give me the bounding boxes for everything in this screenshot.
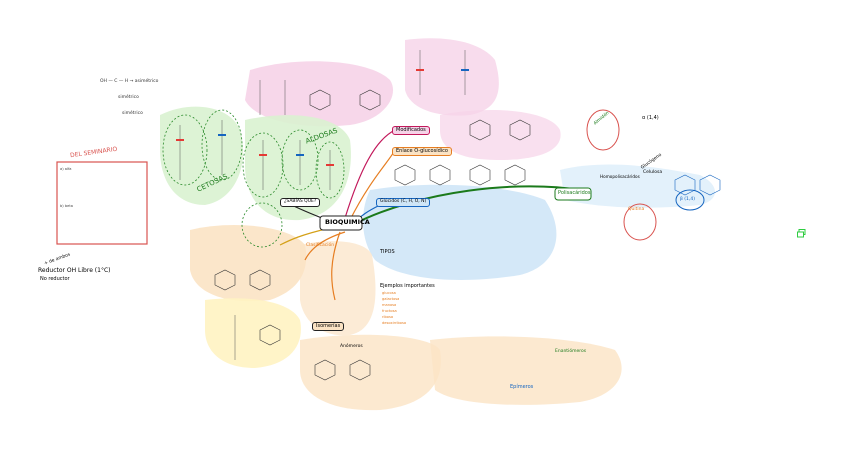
ejemplos-title: Ejemplos importantes — [380, 284, 435, 289]
ejemplo-item: glucosa — [382, 292, 396, 296]
orange-region-bottom — [300, 335, 441, 410]
isomerias-label: Isomerías — [312, 322, 344, 331]
reductor-note: Reductor OH Libre (1°C) — [38, 268, 110, 274]
pink-region-modificados — [405, 38, 499, 115]
enlace-label: Enlace O-glucosídico — [392, 147, 452, 156]
celulosa-label: Celulosa — [643, 171, 662, 176]
ejemplo-item: ribosa — [382, 316, 393, 320]
quitina-label: Quitina — [628, 208, 644, 213]
seminario-frame — [57, 162, 147, 244]
alpha-bond-label: α (1,4) — [642, 116, 659, 121]
pink-region-enlace — [440, 110, 561, 160]
sabias-label: ¿SABÍAS QUE? — [280, 198, 320, 207]
clasificacion-label: Clasificación — [306, 244, 334, 249]
seminario-note-a: a) alfa — [60, 168, 71, 172]
homopolisacaridos-label: Homopolisacáridos — [600, 175, 640, 179]
note-simetrico-1: simétrico — [118, 96, 139, 101]
orange-region-left — [190, 225, 306, 301]
yellow-region-left — [205, 298, 301, 368]
epimeros-label: Epímeros — [510, 385, 533, 390]
polisacaridos-label: Polisacáridos — [558, 191, 590, 196]
beta-bond-label: β (1,4) — [680, 198, 695, 203]
no-reductor-note: No reductor — [40, 277, 70, 282]
copy-icon[interactable] — [797, 223, 806, 232]
seminario-note-b: b) beta — [60, 205, 73, 209]
anomeros-label: Anómeros — [340, 345, 363, 350]
ejemplo-item: fructosa — [382, 310, 397, 314]
ejemplo-item: desoxirribosa — [382, 322, 406, 326]
enantiomeros-label: Enantiómeros — [555, 350, 586, 355]
glucidos-label: Glúcidos (C, H, O, N) — [376, 198, 430, 207]
orange-region-bottom-right — [430, 336, 622, 405]
ejemplo-item: galactosa — [382, 298, 399, 302]
note-asimetrico: OH — C — H → asimétrico — [100, 80, 158, 85]
note-simetrico-2: simétrico — [122, 112, 143, 117]
modificados-label: Modificados — [392, 126, 430, 135]
ejemplo-item: manosa — [382, 304, 396, 308]
center-title: BIOQUIMICA — [325, 219, 370, 226]
tipos-label: TIPOS — [380, 250, 395, 255]
